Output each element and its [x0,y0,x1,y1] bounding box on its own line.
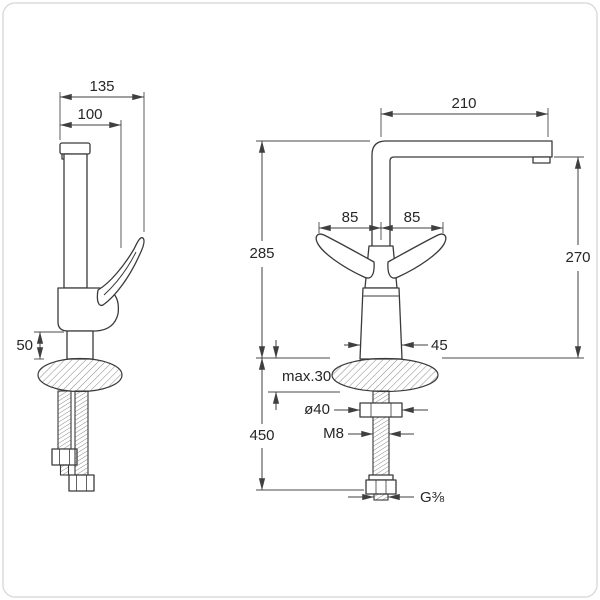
dim-front-handle-left: 85 [342,209,359,226]
side-threaded-rod-2 [74,390,89,476]
front-aerator [532,156,551,164]
side-faucet-body [57,142,145,360]
dim-front-hose-length: 450 [249,427,274,444]
front-dimensions: 210 85 85 285 450 270 [249,95,590,506]
dim-front-height-total: 285 [249,245,274,262]
side-lever-detail-line [103,251,137,296]
side-mounting-hardware [51,390,95,492]
side-spout-column [63,153,88,289]
side-spout-cap [59,142,91,155]
front-base-column [359,287,403,360]
front-hose-hex-nut [365,479,397,495]
front-faucet-body [315,140,553,360]
front-mounting-hardware [359,390,403,501]
front-spout-pipe [371,140,553,249]
side-base-shank [66,330,94,360]
front-deck-cross-section [331,357,439,393]
front-connection-thread-stub [373,493,389,501]
dim-front-stud-thread: M8 [323,425,344,442]
dim-front-deck-max: max.30 [282,368,331,385]
dim-front-height-outlet: 270 [565,249,590,266]
side-rod-tip [59,464,70,476]
dim-front-hole-diameter: ø40 [304,401,330,418]
front-view: 210 85 85 285 450 270 [249,95,590,506]
side-hex-nut-1 [51,448,78,466]
front-mounting-washer [359,402,403,418]
dim-side-body-depth: 100 [77,106,102,123]
side-deck-cross-section [37,357,123,393]
dim-side-base-height: 50 [16,337,33,354]
front-lever-right-position [387,233,447,279]
side-view: 135 100 50 [16,78,145,492]
side-threaded-rod-1 [57,390,72,450]
side-dimensions: 135 100 50 [16,78,145,360]
dim-front-connection-thread: G⅜ [420,489,445,506]
dim-side-overall-depth: 135 [89,78,114,95]
side-hex-nut-2 [68,474,95,492]
front-hose-collar [368,474,394,481]
front-deck-section [331,357,439,393]
front-lever-left-position [315,233,375,279]
dim-front-base-width: 45 [431,337,448,354]
side-deck-section [37,357,123,393]
side-lever-handle [96,237,145,307]
dim-front-spout-reach: 210 [451,95,476,112]
dim-front-handle-right: 85 [404,209,421,226]
